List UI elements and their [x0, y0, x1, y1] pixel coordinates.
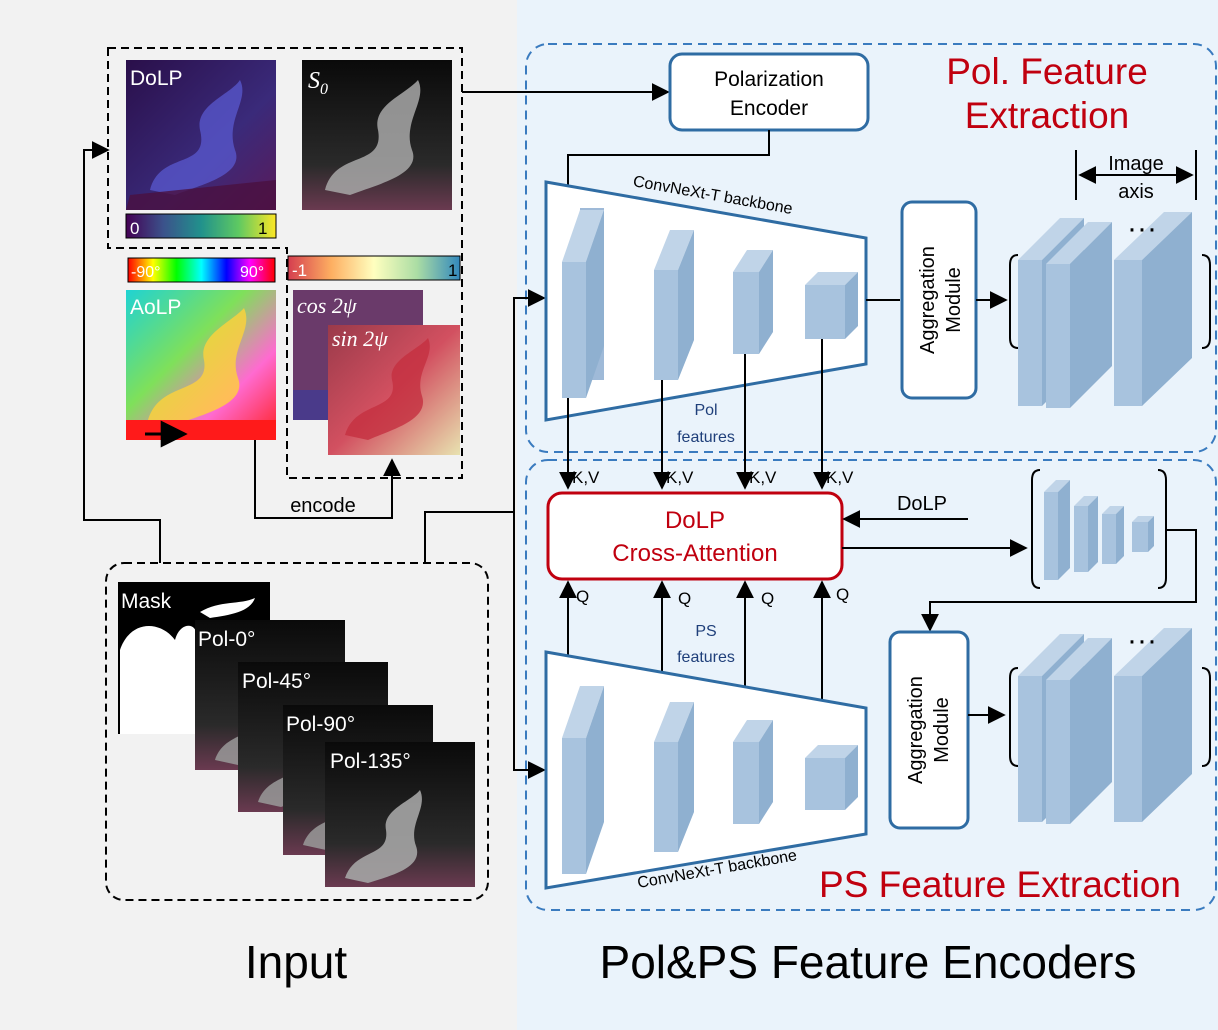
cross-attention-output-stack — [1031, 469, 1167, 589]
pol-feature-block-4 — [805, 272, 858, 339]
s0-image-label: S0 — [308, 68, 328, 98]
ps-feature-block-3 — [733, 720, 773, 824]
pol-features-label-line1: Pol — [694, 402, 717, 419]
pol-section-title-line2: Extraction — [965, 95, 1130, 136]
pol-backbone — [544, 180, 868, 422]
aolp-colorbar-min: -90° — [131, 264, 161, 281]
dolp-colorbar-max: 1 — [258, 219, 267, 238]
aolp-colorbar-max: 90° — [240, 264, 264, 281]
ps-feature-block-4 — [805, 745, 858, 810]
ps-section-box — [525, 459, 1217, 911]
polarization-encoder-line2: Encoder — [730, 97, 808, 120]
pol135-image — [325, 742, 475, 887]
ps-section-title: PS Feature Extraction — [819, 864, 1181, 905]
dolp-image-label: DoLP — [130, 67, 183, 90]
q-label-4: Q — [836, 585, 849, 604]
stack-label-pol0: Pol-0° — [198, 628, 255, 651]
ps-output-ellipsis: ··· — [1127, 624, 1157, 657]
encoders-caption: Pol&PS Feature Encoders — [600, 936, 1137, 988]
sin-image-label: sin 2ψ — [332, 326, 388, 351]
dolp-image — [126, 60, 276, 210]
dolp-colorbar — [125, 213, 277, 239]
trig-colorbar-max: 1 — [448, 261, 457, 280]
raw-inputs-box — [105, 562, 489, 901]
aggregation-top-line1: Aggregation — [917, 246, 939, 354]
cross-attention-line2: Cross-Attention — [612, 540, 777, 567]
trig-colorbar-min: -1 — [292, 261, 307, 280]
polarization-encoder-line1: Polarization — [714, 68, 824, 91]
stack-label-pol45: Pol-45° — [242, 670, 311, 693]
ps-backbone — [544, 650, 868, 890]
derived-inputs-box — [107, 47, 463, 479]
aggregation-top-line2: Module — [943, 267, 965, 333]
input-caption: Input — [245, 936, 348, 988]
dolp-colorbar-min: 0 — [130, 219, 139, 238]
stack-label-pol90: Pol-90° — [286, 713, 355, 736]
pol-feature-block-2 — [654, 230, 694, 380]
ps-output-stack — [1009, 628, 1211, 824]
q-label-3: Q — [761, 589, 774, 608]
image-axis-label-line2: axis — [1118, 181, 1154, 203]
image-axis-label-line1: Image — [1108, 153, 1164, 175]
encode-label: encode — [290, 495, 356, 517]
pol-section-title-line1: Pol. Feature — [946, 51, 1148, 92]
pol-output-ellipsis: ··· — [1127, 212, 1157, 245]
aolp-colorbar — [127, 257, 276, 283]
sin-image — [328, 325, 460, 455]
pol-features-label-line2: features — [677, 429, 735, 446]
ps-features-label-line2: features — [677, 649, 735, 666]
pol-output-stack — [1009, 212, 1211, 408]
q-label-2: Q — [678, 589, 691, 608]
kv-label-2: K,V — [666, 468, 694, 487]
kv-label-1: K,V — [572, 468, 600, 487]
input-to-ps-backbone-arrow — [513, 510, 546, 779]
stack-label-pol135: Pol-135° — [330, 750, 411, 773]
cos-image-label: cos 2ψ — [297, 293, 357, 318]
ps-features-label-line1: PS — [695, 623, 716, 640]
cross-attention-line1: DoLP — [665, 507, 725, 534]
q-label-1: Q — [576, 587, 589, 606]
cross-attention-to-aggregation-arrow — [921, 529, 1197, 632]
encode-arrow — [254, 440, 401, 519]
dolp-cross-attention-box — [546, 491, 844, 581]
aggregation-module-bottom — [888, 630, 970, 830]
kv-label-3: K,V — [749, 468, 777, 487]
pol-feature-block-3 — [733, 250, 773, 354]
derive-arrow — [83, 141, 161, 563]
kv-label-4: K,V — [826, 468, 854, 487]
trig-colorbar — [287, 255, 461, 281]
pol-section-box — [525, 43, 1217, 453]
dolp-input-label: DoLP — [897, 493, 947, 515]
aggregation-bottom-line1: Aggregation — [905, 676, 927, 784]
ps-feature-block-2 — [654, 702, 694, 852]
ps-feature-block-1 — [562, 686, 604, 874]
pol-feature-block-1 — [562, 208, 604, 398]
aolp-image-label: AoLP — [130, 296, 181, 319]
s0-image — [302, 60, 452, 210]
stack-label-mask: Mask — [121, 590, 172, 613]
aggregation-bottom-line2: Module — [931, 697, 953, 763]
